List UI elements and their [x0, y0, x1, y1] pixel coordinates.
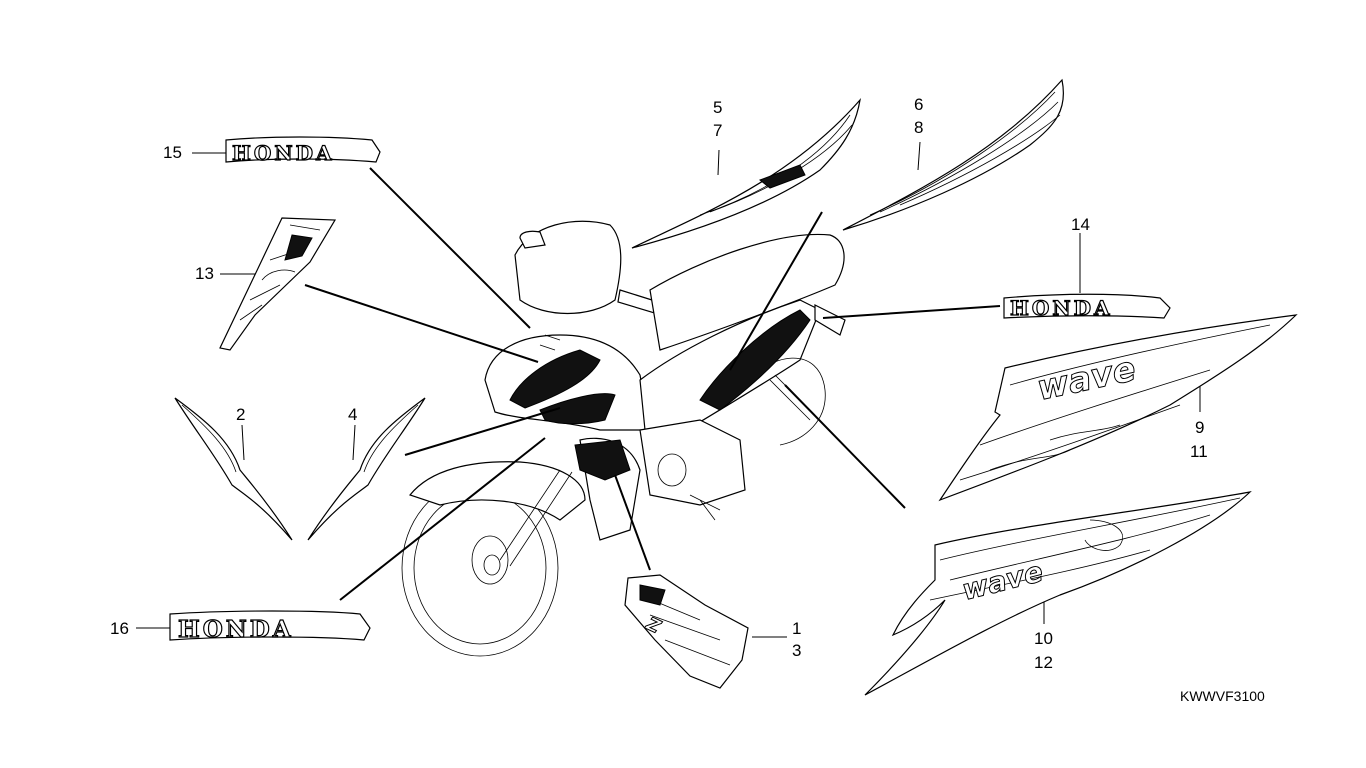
- honda-emblem-14-text: HONDA: [1010, 296, 1112, 320]
- callout-10: 10: [1034, 629, 1053, 648]
- callout-15: 15: [163, 143, 182, 162]
- part-15-honda-emblem: HONDA: [192, 136, 381, 166]
- callout-14: 14: [1071, 215, 1090, 234]
- part-5-7-stripe: [631, 98, 861, 249]
- leader-9-11: [784, 384, 906, 509]
- part-10-12-body-decal: wave: [864, 491, 1252, 696]
- leader-lines: [304, 167, 1001, 601]
- callout-9: 9: [1195, 418, 1205, 437]
- callout-7: 7: [713, 121, 723, 140]
- part-14-honda-emblem: HONDA: [1003, 233, 1171, 321]
- part-9-11-body-decal: wave: [938, 314, 1298, 502]
- callout-3: 3: [792, 641, 802, 660]
- callout-5: 5: [713, 98, 723, 117]
- leader-15: [369, 167, 531, 329]
- part-13-side-decal: [219, 217, 337, 351]
- callout-1: 1: [792, 619, 802, 638]
- callout-12: 12: [1034, 653, 1053, 672]
- honda-emblem-16-text: HONDA: [178, 616, 294, 643]
- leader-2-4: [404, 407, 561, 456]
- diagram-code-label: KWWVF3100: [1180, 688, 1265, 704]
- callout-11: 11: [1190, 442, 1208, 461]
- part-16-honda-emblem: HONDA: [136, 610, 371, 644]
- leader-13: [304, 284, 539, 363]
- callout-16: 16: [110, 619, 129, 638]
- leader-5-7: [729, 211, 823, 371]
- leader-16: [339, 437, 546, 601]
- part-4-stripe: [307, 397, 426, 541]
- callout-4: 4: [348, 405, 358, 424]
- callout-8: 8: [914, 118, 924, 137]
- honda-emblem-15-text: HONDA: [232, 141, 334, 165]
- part-6-8-stripe: [842, 78, 1064, 231]
- leader-1-3: [614, 474, 651, 571]
- callout-13: 13: [195, 264, 214, 283]
- leader-14: [822, 305, 1001, 319]
- callout-2: 2: [236, 405, 246, 424]
- callout-6: 6: [914, 95, 924, 114]
- part-2-stripe: [174, 397, 293, 541]
- part-1-3-front-decal: Z: [624, 574, 787, 689]
